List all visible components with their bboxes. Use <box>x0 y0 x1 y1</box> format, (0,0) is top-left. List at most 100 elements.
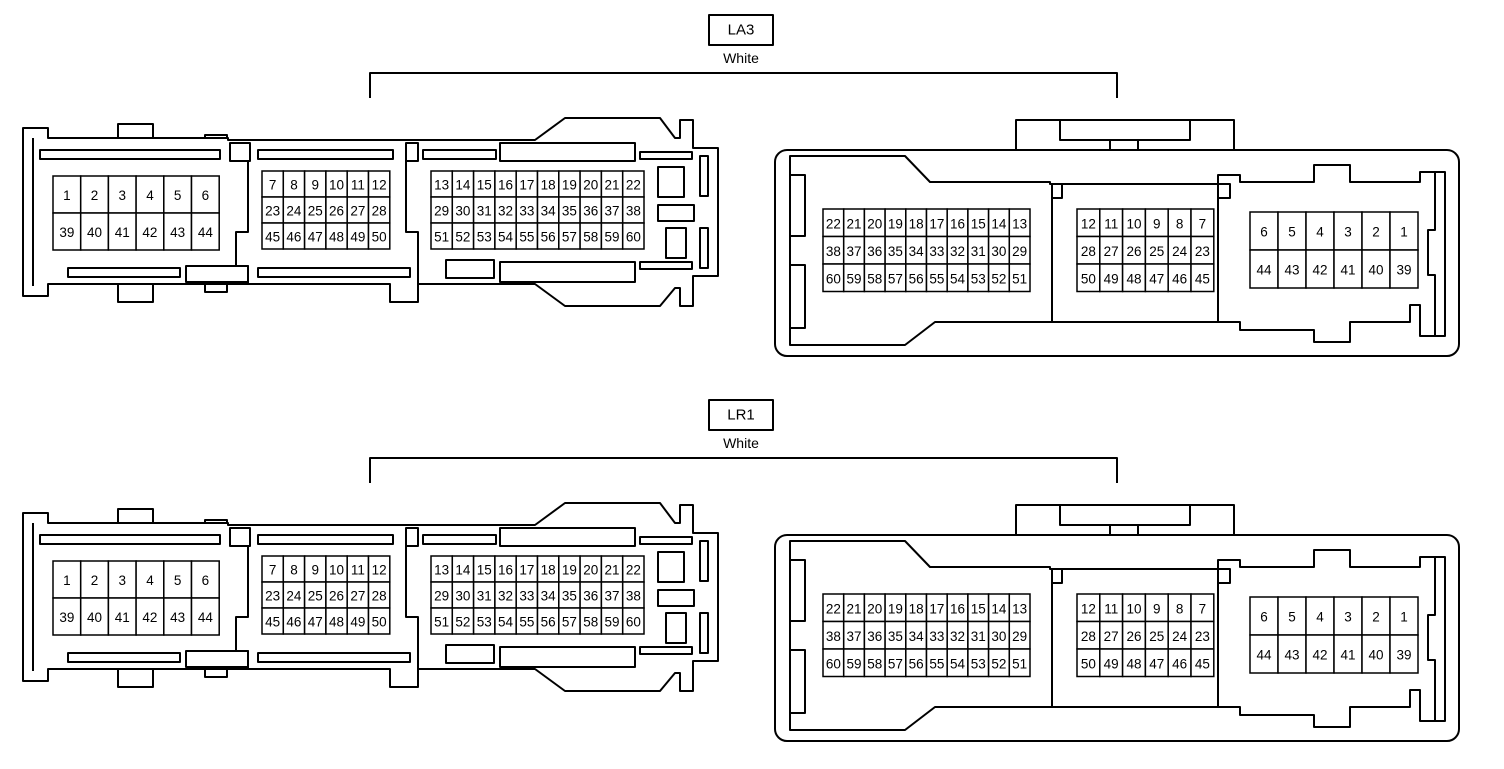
pin-number: 27 <box>350 204 365 219</box>
pin-cell <box>1277 249 1307 289</box>
left-notch-lower <box>790 264 806 329</box>
left-divider <box>235 535 249 669</box>
pin-number: 30 <box>455 589 470 604</box>
pin-number: 26 <box>329 589 344 604</box>
pin-number: 18 <box>909 601 924 616</box>
connector-code: LR1 <box>727 407 755 424</box>
pin-cell <box>52 597 82 636</box>
pin-number: 48 <box>1126 656 1141 671</box>
pin-number: 5 <box>174 573 182 588</box>
pin-number: 34 <box>541 589 557 604</box>
pin-number: 37 <box>847 629 862 644</box>
pin-number: 20 <box>583 563 598 578</box>
pin-number: 29 <box>434 204 449 219</box>
pin-number: 49 <box>1104 271 1119 286</box>
pin-number: 25 <box>1149 629 1164 644</box>
pin-number: 12 <box>1081 216 1096 231</box>
pin-number: 49 <box>350 230 365 245</box>
pin-number: 29 <box>1012 244 1027 259</box>
end-slot-3 <box>665 227 687 259</box>
end-slot-2 <box>657 589 695 607</box>
pin-number: 59 <box>605 230 620 245</box>
pin-number: 16 <box>950 601 965 616</box>
pin-number: 53 <box>971 656 986 671</box>
pin-number: 43 <box>1284 648 1299 663</box>
pin-number: 25 <box>308 204 323 219</box>
pin-number: 44 <box>1256 648 1272 663</box>
pin-number: 25 <box>308 589 323 604</box>
pin-number: 28 <box>372 204 387 219</box>
pin-number: 3 <box>1344 225 1352 240</box>
rear-key-left <box>1051 183 1063 199</box>
pin-number: 47 <box>1149 656 1164 671</box>
pin-cell <box>190 560 220 599</box>
pin-number: 9 <box>1153 216 1161 231</box>
pin-number: 35 <box>562 204 577 219</box>
pin-number: 20 <box>583 178 598 193</box>
pin-number: 22 <box>826 216 841 231</box>
mid-key <box>405 142 419 162</box>
pin-number: 4 <box>146 188 154 203</box>
pin-number: 56 <box>909 271 924 286</box>
pin-number: 42 <box>1312 263 1327 278</box>
right-bottom-small-block <box>445 644 495 664</box>
pin-cell <box>1361 249 1391 289</box>
right-top-block <box>499 527 636 547</box>
pin-number: 15 <box>477 178 492 193</box>
pin-number: 43 <box>170 225 185 240</box>
left-notch-upper <box>790 559 806 622</box>
pin-number: 34 <box>541 204 557 219</box>
pin-number: 15 <box>971 216 986 231</box>
pin-number: 3 <box>118 188 126 203</box>
pin-number: 8 <box>290 563 298 578</box>
pin-number: 39 <box>1396 648 1411 663</box>
pin-number: 54 <box>950 656 966 671</box>
pin-cell <box>1305 596 1335 636</box>
pin-cell <box>190 597 220 636</box>
pin-number: 53 <box>971 271 986 286</box>
pin-number: 57 <box>888 656 903 671</box>
pin-number: 10 <box>329 563 344 578</box>
pin-number: 37 <box>847 244 862 259</box>
pin-number: 51 <box>434 615 449 630</box>
pin-number: 59 <box>605 615 620 630</box>
pin-number: 48 <box>329 615 344 630</box>
pin-number: 13 <box>434 178 449 193</box>
end-rail-top <box>639 151 693 160</box>
pin-number: 31 <box>477 204 492 219</box>
pin-number: 39 <box>59 225 74 240</box>
pin-number: 26 <box>1126 244 1141 259</box>
pin-number: 4 <box>1316 610 1324 625</box>
pin-number: 56 <box>909 656 924 671</box>
pin-number: 10 <box>1126 216 1141 231</box>
pin-number: 5 <box>1288 225 1296 240</box>
pin-number: 31 <box>971 244 986 259</box>
pin-number: 36 <box>867 629 882 644</box>
pin-cell <box>190 212 220 251</box>
top-lock-key <box>1109 524 1139 536</box>
pin-number: 49 <box>350 615 365 630</box>
end-lock-upper <box>699 540 709 582</box>
pin-number: 54 <box>950 271 966 286</box>
pin-number: 16 <box>950 216 965 231</box>
right-bottom-block <box>499 261 636 283</box>
left-bottom-block <box>185 265 249 283</box>
pin-number: 3 <box>118 573 126 588</box>
pin-number: 46 <box>1172 656 1187 671</box>
pin-number: 11 <box>351 178 365 193</box>
pin-number: 14 <box>991 601 1007 616</box>
pin-number: 23 <box>1195 244 1210 259</box>
pin-number: 58 <box>583 615 598 630</box>
pin-number: 28 <box>1081 244 1096 259</box>
connector-color: White <box>723 50 759 66</box>
pin-number: 34 <box>909 629 925 644</box>
right-side-rail <box>1427 172 1436 336</box>
pin-number: 52 <box>455 230 470 245</box>
right-bottom-block <box>499 646 636 668</box>
pin-cell <box>1190 263 1215 293</box>
pin-number: 26 <box>1126 629 1141 644</box>
